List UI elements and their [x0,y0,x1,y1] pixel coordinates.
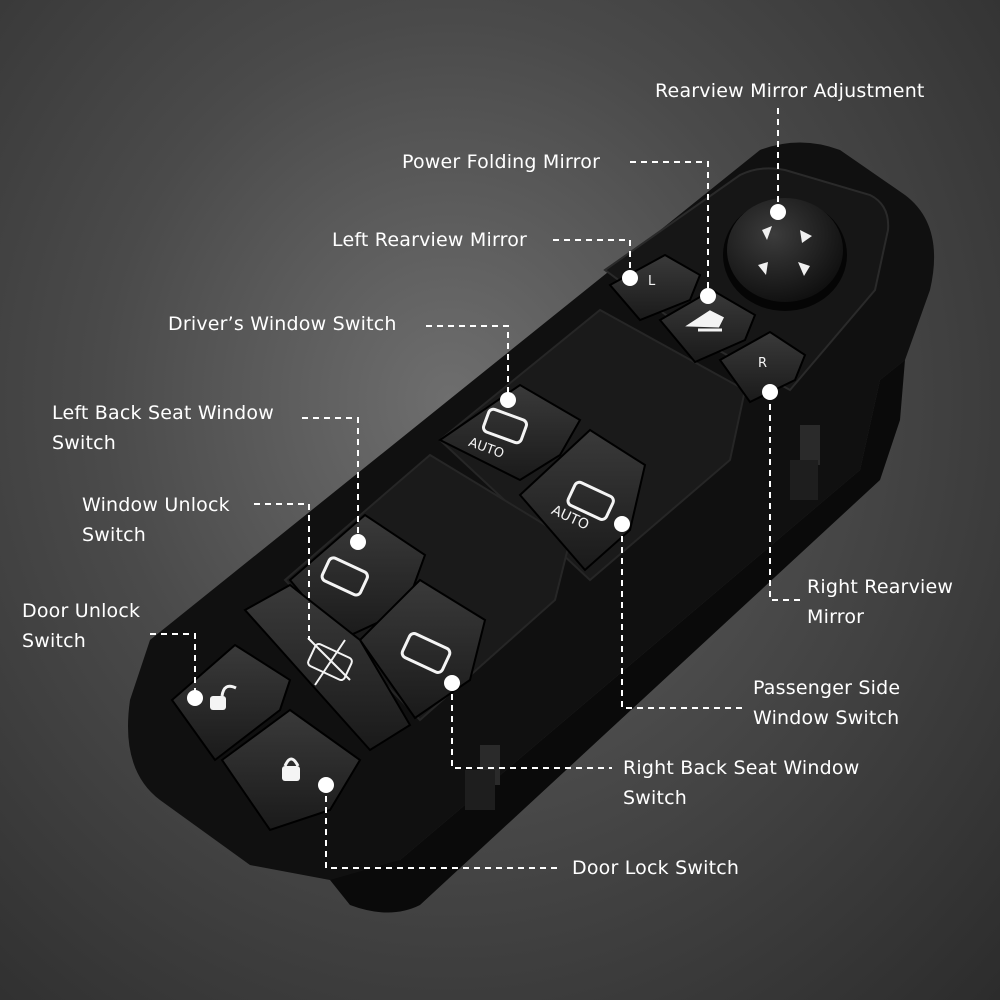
label-right-rearview-line2: Mirror [807,606,865,628]
window-icon [566,480,615,521]
label-passenger-line1: Passenger Side [753,677,901,699]
label-drivers-window-switch: Driver’s Window Switch [168,313,397,335]
mirror-fold-button[interactable] [658,288,757,364]
mirror-adjust-knob[interactable] [723,198,847,311]
label-passenger-line2: Window Switch [753,707,900,729]
label-door-unlock-switch: Door Unlock Switch [22,596,140,656]
window-icon [320,556,369,597]
label-left-back-seat-line2: Switch [52,432,117,454]
window-icon [482,407,528,445]
label-left-rearview-mirror: Left Rearview Mirror [332,229,528,251]
window-lock-switch[interactable] [243,583,412,752]
label-window-unlock-line1: Window Unlock [82,494,230,516]
label-rearview-mirror-adjustment: Rearview Mirror Adjustment [655,80,925,102]
label-right-back-seat-line1: Right Back Seat Window [623,757,860,779]
label-right-back-seat-window-switch: Right Back Seat Window Switch [623,753,859,813]
mirror-right-button[interactable]: R [718,330,807,404]
passenger-window-switch[interactable]: AUTO [518,428,647,572]
mirror-left-button[interactable]: L [608,253,702,322]
arrow-down-icon [798,262,810,276]
leader-endpoints [187,204,786,793]
label-right-back-seat-line2: Switch [623,787,688,809]
mirror-right-label: R [758,356,767,371]
label-right-rearview-line1: Right Rearview [807,576,954,598]
label-door-unlock-line2: Switch [22,630,87,652]
label-left-back-seat-window-switch: Left Back Seat Window Switch [52,398,274,458]
label-right-rearview-mirror: Right Rearview Mirror [807,572,953,632]
mirror-left-label: L [648,274,656,289]
label-door-unlock-line1: Door Unlock [22,600,141,622]
window-icon [400,632,452,674]
lock-icon [282,757,300,781]
label-window-unlock-line2: Switch [82,524,147,546]
label-window-unlock-switch: Window Unlock Switch [82,490,230,550]
window-lock-icon [307,637,353,686]
arrow-left-icon [758,262,768,275]
arrow-up-icon [762,226,772,240]
label-passenger-side-window-switch: Passenger Side Window Switch [753,673,900,733]
door-unlock-switch[interactable] [170,643,292,762]
mirror-fold-icon [685,310,725,332]
arrow-right-icon [800,230,812,243]
label-door-lock-switch: Door Lock Switch [572,857,740,879]
label-left-back-seat-line1: Left Back Seat Window [52,402,274,424]
leader-lines [150,108,800,869]
label-power-folding-mirror: Power Folding Mirror [402,151,601,173]
unlock-icon [210,684,237,710]
